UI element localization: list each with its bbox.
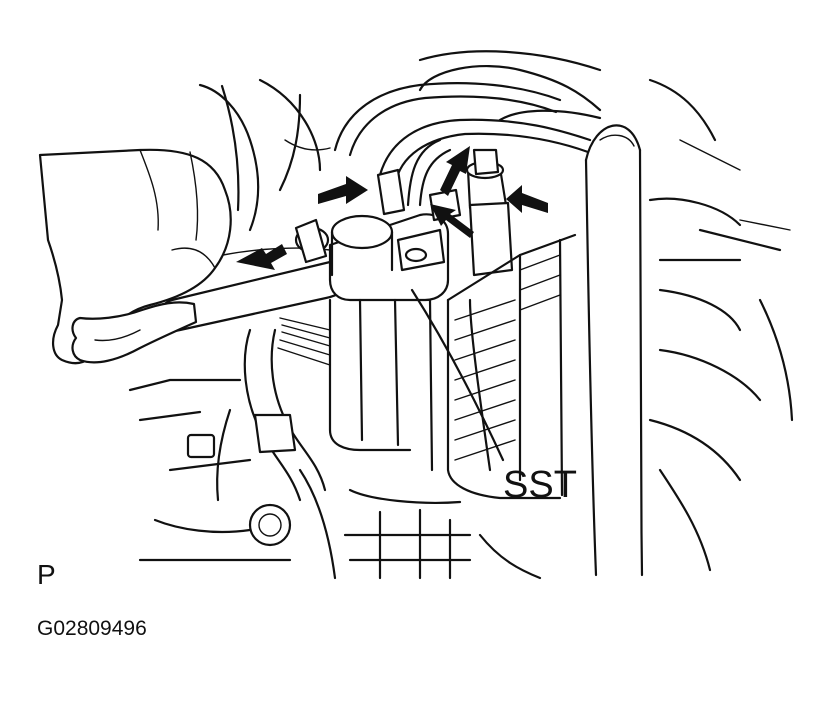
arrow-left-union <box>236 244 287 270</box>
engine-bay-right <box>648 78 794 572</box>
sst-leader-line <box>410 288 505 462</box>
brake-lines <box>333 50 602 207</box>
view-label: P <box>37 559 56 590</box>
arrow-upper-middle <box>440 146 470 196</box>
radiator-hose <box>584 124 644 577</box>
arrow-upper-left <box>318 176 368 204</box>
indicator-arrows <box>236 146 548 270</box>
wire-harness <box>216 317 331 502</box>
sst-tool <box>328 213 450 302</box>
actuator-body <box>328 233 577 500</box>
callout-label-sst: SST <box>503 464 577 506</box>
figure-code: G02809496 <box>37 617 147 640</box>
brake-line-fittings <box>294 148 514 277</box>
arrow-middle-right <box>430 204 474 238</box>
arrow-right <box>506 185 548 213</box>
engine-bay-lower <box>128 378 542 580</box>
